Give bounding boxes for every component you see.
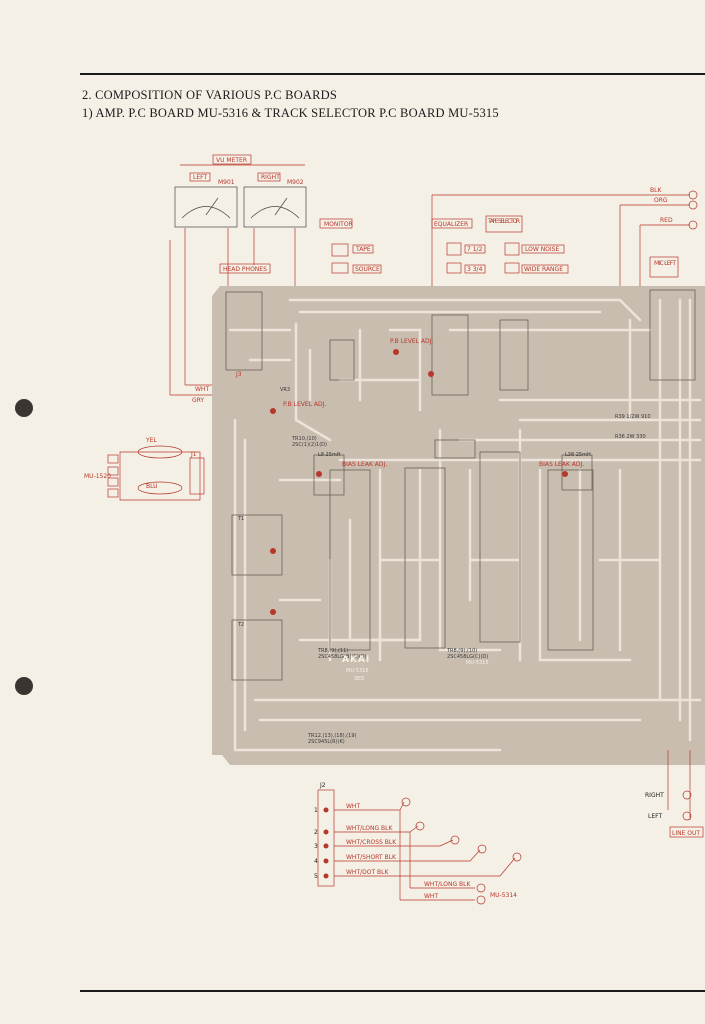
left-out-label: LEFT: [648, 813, 662, 820]
j2-pin4: 4: [314, 858, 318, 865]
t1-label: T1: [237, 516, 244, 522]
mu5314-label: MU-5314: [490, 892, 517, 899]
j2-pin3: 3: [314, 843, 318, 850]
wire-org-label: ORG: [654, 197, 668, 204]
pcb-board: [212, 286, 705, 765]
meter-right-label: RIGHT: [261, 174, 280, 181]
wire-cross-blk: WHT/CROSS BLK: [346, 839, 397, 846]
wire-gry-label: GRY: [192, 397, 204, 404]
meter-left-label: LEFT: [193, 174, 207, 181]
wire-dot-blk: WHT/DOT BLK: [346, 869, 390, 876]
wire-long-blk: WHT/LONG BLK: [346, 825, 393, 832]
r39-label: R39 1/2W 910: [615, 414, 651, 420]
wire-blk-label: BLK: [650, 187, 662, 194]
tr-d2-label: 2SC(1)(2)1(D): [292, 442, 327, 448]
section-heading: 2. COMPOSITION OF VARIOUS P.C BOARDS: [82, 88, 338, 102]
j2-wiring: [317, 789, 522, 905]
meter-m901-label: M901: [218, 179, 235, 186]
tr-a2-label: 2SC945L(R)(K): [308, 739, 345, 745]
equalizer-label: EQUALIZER: [434, 221, 468, 228]
wire-wht-2: WHT: [424, 893, 438, 900]
akai-logo: AKAI: [342, 655, 370, 665]
wire-red-label: RED: [660, 217, 673, 224]
line-out-label: LINE OUT: [672, 830, 700, 837]
bottom-rule: [80, 990, 705, 992]
tr-c2-label: 2SC458LG(C)(D): [447, 654, 488, 660]
j1-connector: [107, 445, 205, 501]
binder-hole-bottom: [15, 677, 33, 695]
bias-leak-adj-label-2: BIAS LEAK ADJ.: [539, 461, 584, 468]
j2-pins: [323, 807, 329, 879]
t2-label: T2: [237, 622, 244, 628]
j2-label: J2: [319, 782, 326, 789]
tr-b2-label: 2SC458LG(B)(C)(D): [318, 654, 367, 660]
j2-pin5: 5: [314, 873, 318, 880]
mu1520-label: MU-1520: [84, 473, 111, 480]
l8-label: L8 25mH: [318, 452, 341, 458]
j1-label: J1: [190, 451, 197, 458]
binder-hole-top: [15, 399, 33, 417]
l38-label: L38 25mH: [565, 452, 591, 458]
wire-long-blk-2: WHT/LONG BLK: [424, 881, 471, 888]
tr-a-label: TR12,(13),(18),(19): [307, 733, 356, 739]
tr-b-label: TR8,(9),(11): [317, 648, 348, 654]
vu-meter-label: VU METER: [216, 157, 247, 164]
wide-range-label: WIDE RANGE: [524, 266, 563, 273]
wire-wht-label: WHT: [195, 386, 209, 393]
pb-level-adj-label-2: P.B LEVEL ADJ.: [390, 338, 433, 345]
tr-d-label: TR10,(10): [291, 436, 317, 442]
r36-label: R36 2W 330: [615, 434, 646, 440]
monitor-source-label: SOURCE: [355, 266, 380, 273]
eq-334-label: 3 3/4: [467, 266, 483, 273]
eq-712-label: 7 1/2: [467, 246, 483, 253]
board-sub-label: 3ED: [354, 676, 364, 682]
j2-pin1: 1: [314, 807, 318, 814]
j3-label: J3: [235, 371, 242, 378]
head-phones-label: HEAD PHONES: [223, 266, 267, 273]
board-id-label: MU-5316: [346, 668, 369, 674]
right-out-label: RIGHT: [645, 792, 664, 799]
yel-label: YEL: [145, 437, 157, 444]
pb-level-adj-label-1: P.B LEVEL ADJ.: [283, 401, 326, 408]
monitor-tape-label: TAPE: [355, 246, 371, 253]
j2-pin2: 2: [314, 829, 318, 836]
low-noise-label: LOW NOISE: [525, 246, 559, 253]
tr-c-label: TR8,(9),(10): [446, 648, 477, 654]
sub-board-label: MU-5315: [466, 660, 489, 666]
wire-short-blk: WHT/SHORT BLK: [346, 854, 397, 861]
mic-left-label: MIC LEFT: [654, 260, 676, 267]
monitor-label: MONITOR: [324, 221, 353, 228]
pcb-red-marks: [270, 349, 568, 615]
wire-wht-1: WHT: [346, 803, 360, 810]
meter-m902-label: M902: [287, 179, 304, 186]
bias-leak-adj-label-1: BIAS LEAK ADJ.: [342, 461, 387, 468]
sub-heading: 1) AMP. P.C BOARD MU-5316 & TRACK SELECT…: [82, 106, 499, 120]
tape-selector-label: TAPE SELECTOR: [487, 218, 520, 225]
blu-label: BLU: [146, 483, 158, 490]
vr3-label: VR3: [280, 387, 290, 393]
top-rule: [80, 73, 705, 75]
pcb-dark-traces: [225, 289, 696, 681]
line-out-group: [667, 750, 704, 838]
